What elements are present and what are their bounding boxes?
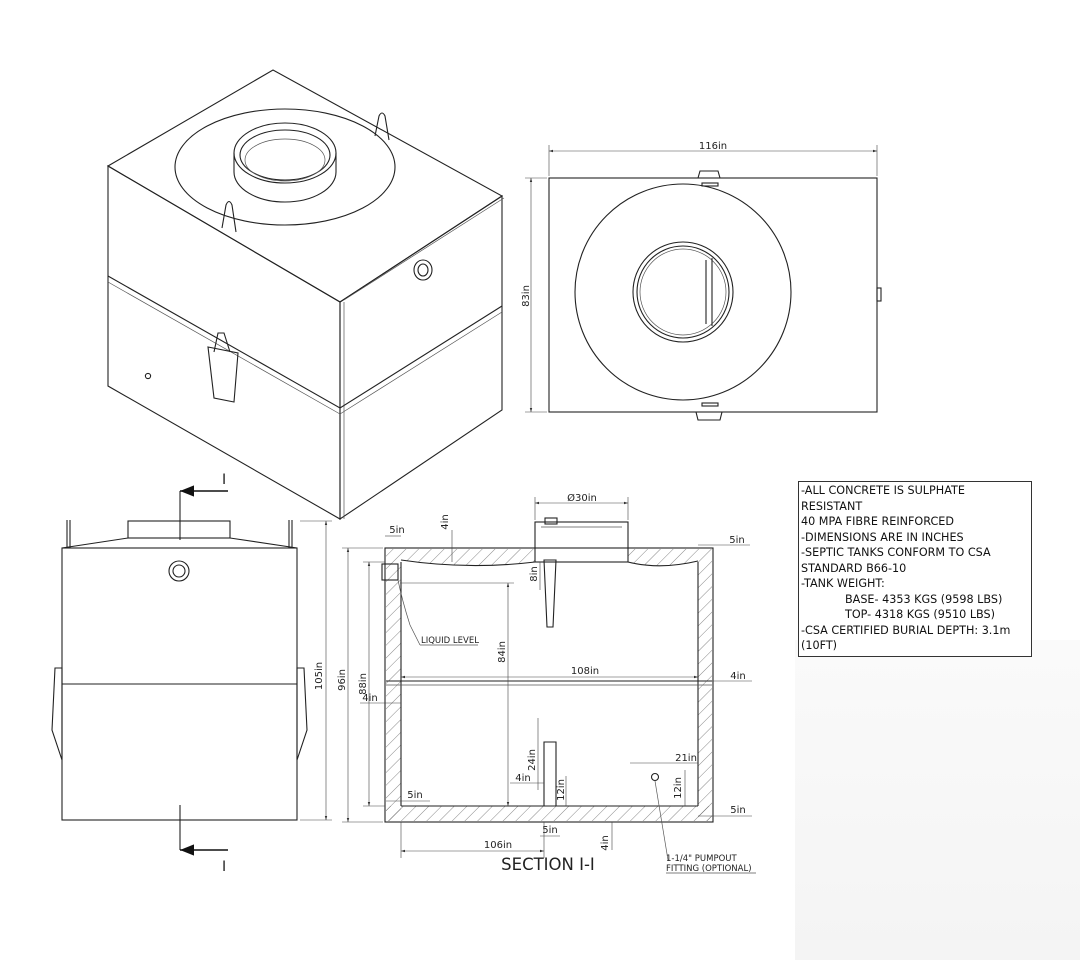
dim-pump-12: 12in <box>673 777 684 799</box>
dim-lid-thickness: 4in <box>440 514 451 529</box>
dim-top-width: 116in <box>699 141 727 152</box>
dim-liquid-height: 84in <box>497 641 508 663</box>
side-pipe <box>168 560 190 582</box>
dim-wall-height: 88in <box>358 673 369 695</box>
top-view-hook-top <box>697 170 721 179</box>
iso-top-face <box>106 69 504 303</box>
dim-joint-left: 4in <box>362 693 377 704</box>
iso-right-face <box>339 194 503 521</box>
dim-baffle-24: 24in <box>527 749 538 771</box>
side-riser <box>127 520 231 539</box>
dim-opening: Ø30in <box>567 492 597 504</box>
iso-lift-hook-2 <box>374 112 390 141</box>
section-mark-top: I <box>222 472 226 488</box>
dim-top-depth: 83in <box>521 285 532 307</box>
dim-baffle-4: 4in <box>515 773 530 784</box>
section-view: LIQUID LEVEL 1-1/4" PUMPOUT FITTING (OPT… <box>337 492 756 874</box>
top-view-hook-bottom <box>695 411 723 421</box>
inlet-pipe <box>381 563 399 581</box>
dim-baffle-12: 12in <box>556 779 567 801</box>
dim-joint-right: 4in <box>730 671 745 682</box>
section-outline <box>384 547 714 823</box>
dim-wall-left: 5in <box>389 525 404 536</box>
dim-floor-length: 106in <box>484 840 512 851</box>
top-view-riser-ring <box>574 183 792 401</box>
note-line: -SEPTIC TANKS CONFORM TO CSA <box>801 546 991 559</box>
pumpout-fitting <box>650 772 660 782</box>
dim-pump-21: 21in <box>675 753 697 764</box>
pumpout-label-2: FITTING (OPTIONAL) <box>666 864 752 874</box>
section-riser <box>534 521 629 563</box>
dim-overall-height: 105in <box>314 662 325 690</box>
dim-inner-length: 108in <box>571 666 599 677</box>
dim-floor-right: 5in <box>730 805 745 816</box>
dim-wall-right: 5in <box>729 535 744 546</box>
note-line: -CSA CERTIFIED BURIAL DEPTH: 3.1m <box>801 623 1011 637</box>
dim-floor-thickness: 4in <box>600 835 611 850</box>
note-line: STANDARD B66-10 <box>801 561 907 575</box>
liquid-level-label: LIQUID LEVEL <box>421 636 479 646</box>
note-line: 40 MPA FIBRE REINFORCED <box>801 515 954 528</box>
note-line: -TANK WEIGHT: <box>801 577 885 590</box>
section-title: SECTION I-I <box>501 855 595 874</box>
note-line: -ALL CONCRETE IS SULPHATE RESISTANT <box>801 484 965 513</box>
isometric-view <box>106 69 505 521</box>
iso-pipe <box>413 259 433 281</box>
iso-lift-bracket <box>207 346 239 403</box>
dim-baffle-8: 8in <box>529 566 540 581</box>
top-view: 116in 83in <box>521 141 882 421</box>
note-line-top-weight: TOP- 4318 KGS (9510 LBS) <box>845 608 995 621</box>
note-line: -DIMENSIONS ARE IN INCHES <box>801 530 964 544</box>
note-line: (10FT) <box>801 639 838 652</box>
dim-baffle-bottom: 5in <box>542 825 557 836</box>
inlet-baffle <box>543 559 557 628</box>
side-view: I I 105in <box>51 472 332 875</box>
section-mark-bottom: I <box>222 859 226 875</box>
iso-riser-base <box>174 108 396 226</box>
iso-lift-hook-1 <box>221 200 237 233</box>
mid-baffle <box>543 741 557 807</box>
iso-riser-top <box>233 122 337 184</box>
dim-inner-height: 96in <box>337 669 348 691</box>
top-view-outline <box>548 177 878 413</box>
pumpout-label-1: 1-1/4" PUMPOUT <box>666 854 737 864</box>
note-line-base-weight: BASE- 4353 KGS (9598 LBS) <box>845 592 1003 606</box>
general-notes: -ALL CONCRETE IS SULPHATE RESISTANT 40 M… <box>798 481 1032 657</box>
corner-shade <box>795 640 1080 960</box>
dim-floor-left: 5in <box>407 790 422 801</box>
iso-joint-line <box>107 275 503 409</box>
